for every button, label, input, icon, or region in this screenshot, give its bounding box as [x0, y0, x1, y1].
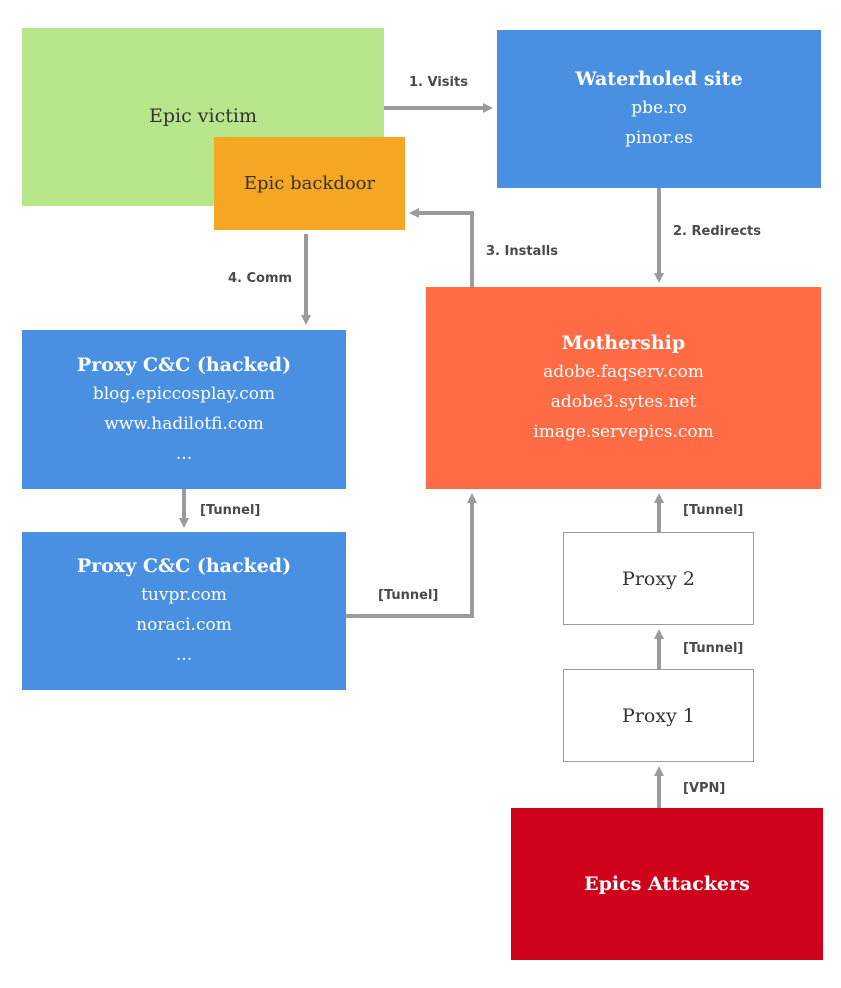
- proxy-cc-domain: www.hadilotfi.com: [104, 413, 264, 434]
- edge-label-tunnel: [Tunnel]: [683, 641, 744, 656]
- mothership-title: Mothership: [561, 332, 686, 354]
- edge-label-vpn: [VPN]: [683, 781, 726, 796]
- epics-attackers-node: Epics Attackers: [511, 808, 823, 960]
- epic-backdoor-title: Epic backdoor: [243, 172, 376, 194]
- proxy-cc-domain: noraci.com: [136, 615, 232, 635]
- proxy-cc-node: Proxy C&C (hacked) blog.epiccosplay.com …: [22, 330, 346, 489]
- waterholed-site-node: Waterholed site pbe.ro pinor.es: [497, 30, 821, 188]
- mothership-node: Mothership adobe.faqserv.com adobe3.syte…: [426, 287, 821, 489]
- waterholed-domain: pbe.ro: [631, 98, 687, 118]
- proxy-1-node: Proxy 1: [563, 669, 754, 762]
- proxy-cc-title: Proxy C&C (hacked): [76, 353, 292, 376]
- proxy-cc-title: Proxy C&C (hacked): [76, 555, 292, 577]
- proxy-cc-node: Proxy C&C (hacked) tuvpr.com noraci.com …: [22, 532, 346, 690]
- mothership-domain: adobe.faqserv.com: [543, 362, 704, 382]
- edge-label-installs: 3. Installs: [486, 244, 558, 259]
- proxy-2-title: Proxy 2: [622, 567, 695, 590]
- epic-backdoor-node: Epic backdoor: [214, 137, 405, 230]
- epics-attackers-title: Epics Attackers: [584, 873, 750, 895]
- arrow-tunnel-cc-mothership: [346, 493, 477, 618]
- mothership-domain: image.servepics.com: [533, 422, 714, 442]
- proxy-1-title: Proxy 1: [622, 704, 695, 727]
- mothership-domain: adobe3.sytes.net: [550, 392, 697, 412]
- proxy-cc-ellipsis: ...: [175, 443, 193, 464]
- arrow-installs: [409, 208, 474, 287]
- edge-label-visits: 1. Visits: [409, 75, 468, 90]
- epic-victim-title: Epic victim: [149, 105, 257, 127]
- proxy-2-node: Proxy 2: [563, 532, 754, 625]
- waterholed-domain: pinor.es: [625, 128, 693, 148]
- proxy-cc-ellipsis: ...: [175, 645, 193, 665]
- edge-label-redirects: 2. Redirects: [673, 224, 761, 239]
- proxy-cc-domain: tuvpr.com: [141, 585, 227, 605]
- edge-label-comm: 4. Comm: [228, 271, 293, 286]
- proxy-cc-domain: blog.epiccosplay.com: [92, 383, 276, 404]
- waterholed-site-title: Waterholed site: [575, 68, 743, 90]
- edge-label-tunnel: [Tunnel]: [378, 588, 439, 603]
- edge-label-tunnel: [Tunnel]: [200, 503, 261, 518]
- edge-label-tunnel: [Tunnel]: [683, 503, 744, 518]
